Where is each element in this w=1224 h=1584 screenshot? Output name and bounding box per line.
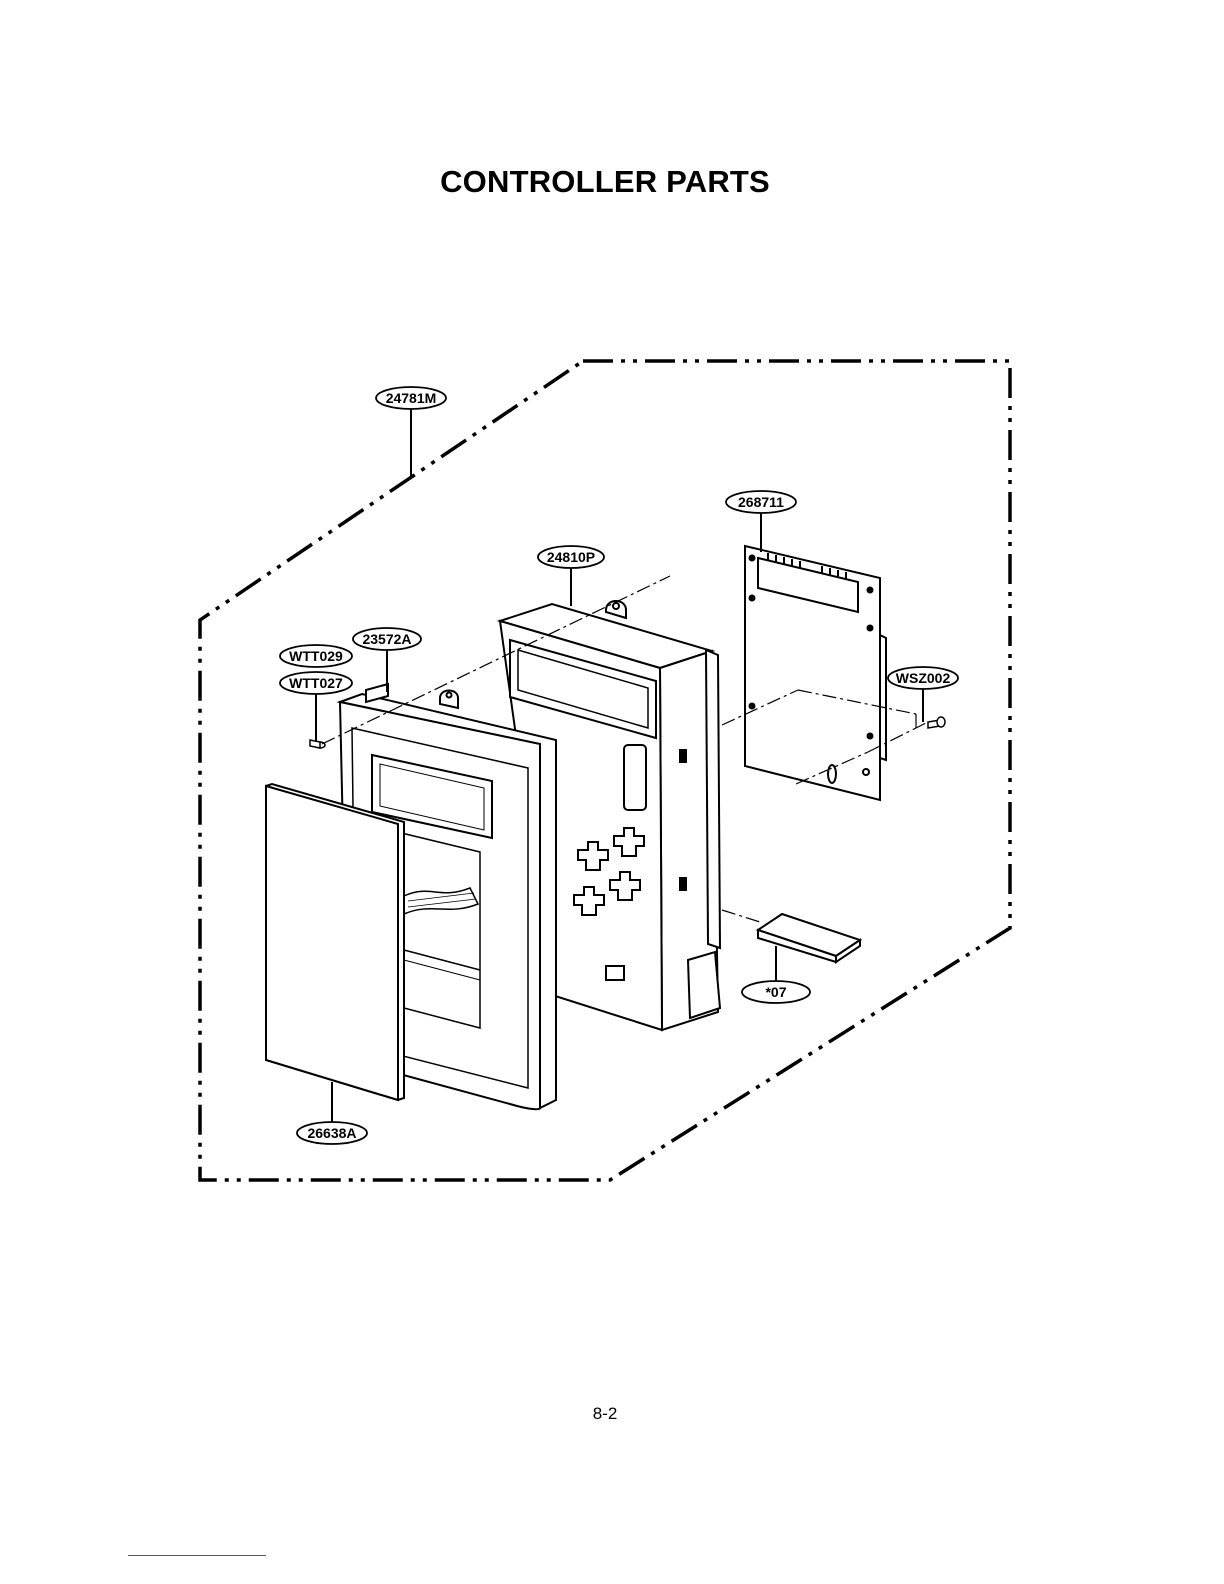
callout-23572A: 23572A: [353, 628, 421, 650]
callout-26638A: 26638A: [297, 1122, 367, 1144]
svg-text:WTT027: WTT027: [289, 675, 343, 691]
callout-24810P: 24810P: [538, 546, 604, 568]
callout-07: *07: [742, 981, 810, 1003]
svg-text:*07: *07: [765, 984, 786, 1000]
callout-WTT027: WTT027: [280, 672, 352, 694]
panel-cover: [266, 784, 404, 1100]
svg-text:26638A: 26638A: [307, 1125, 356, 1141]
svg-text:WTT029: WTT029: [289, 648, 343, 664]
svg-text:WSZ002: WSZ002: [896, 670, 951, 686]
svg-text:24810P: 24810P: [547, 549, 595, 565]
footer-rule: [128, 1555, 266, 1556]
screw-pcb: [928, 717, 945, 728]
callout-WSZ002: WSZ002: [888, 667, 958, 689]
callout-268711: 268711: [726, 491, 796, 513]
page-number: 8-2: [0, 1404, 1210, 1424]
pcb-board: [745, 546, 886, 800]
svg-text:23572A: 23572A: [362, 631, 411, 647]
svg-text:24781M: 24781M: [386, 390, 437, 406]
callout-WTT029: WTT029: [280, 645, 352, 667]
flat-cable-bundle: [758, 914, 860, 962]
svg-text:268711: 268711: [738, 494, 784, 510]
callout-24781M: 24781M: [376, 387, 446, 409]
